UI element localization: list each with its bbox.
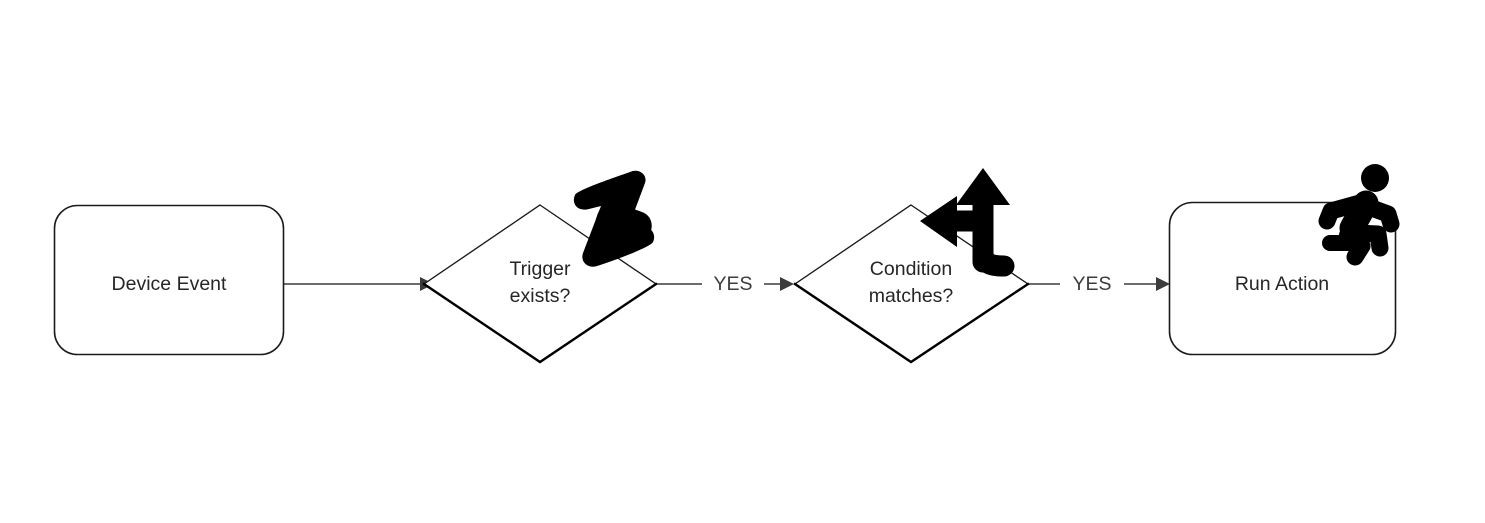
- condition-matches-label-line2: matches?: [869, 285, 954, 307]
- fork-stem-hook: [972, 241, 1015, 277]
- edge-label-yes-1: YES: [713, 273, 752, 295]
- node-device-event[interactable]: Device Event: [53, 204, 285, 356]
- condition-matches-label-line1: Condition: [870, 258, 952, 280]
- lightning-bolt-icon: [573, 170, 655, 267]
- node-condition-matches[interactable]: Condition matches?: [793, 204, 1030, 364]
- trigger-exists-label-line2: exists?: [510, 285, 571, 307]
- condition-matches-shape-emphasis: [793, 282, 1030, 364]
- edge-device-to-trigger: [284, 277, 434, 291]
- runner-front-arm: [1360, 198, 1400, 233]
- edge-condition-to-action: YES: [1029, 273, 1170, 295]
- run-action-label: Run Action: [1235, 273, 1329, 295]
- fork-branch-arrow-icon: [920, 168, 1015, 277]
- trigger-exists-shape-emphasis: [422, 282, 658, 364]
- runner-head: [1361, 164, 1389, 192]
- runner-motion-line: [1322, 227, 1360, 251]
- runner-front-leg: [1347, 224, 1389, 257]
- fork-left-arrowhead: [920, 196, 957, 247]
- edge-label-yes-2: YES: [1072, 273, 1111, 295]
- running-person-icon: [1318, 164, 1400, 266]
- runner-back-arm: [1318, 194, 1369, 230]
- fork-up-arrowhead: [956, 168, 1010, 205]
- arrow-head-icon: [780, 277, 794, 291]
- lightning-bolt-crossbar: [595, 202, 652, 243]
- device-event-shape[interactable]: [53, 204, 285, 356]
- edge-trigger-to-condition: YES: [656, 273, 794, 295]
- arrow-head-icon: [1156, 277, 1170, 291]
- trigger-exists-label-line1: Trigger: [509, 258, 571, 280]
- device-event-label: Device Event: [112, 273, 227, 295]
